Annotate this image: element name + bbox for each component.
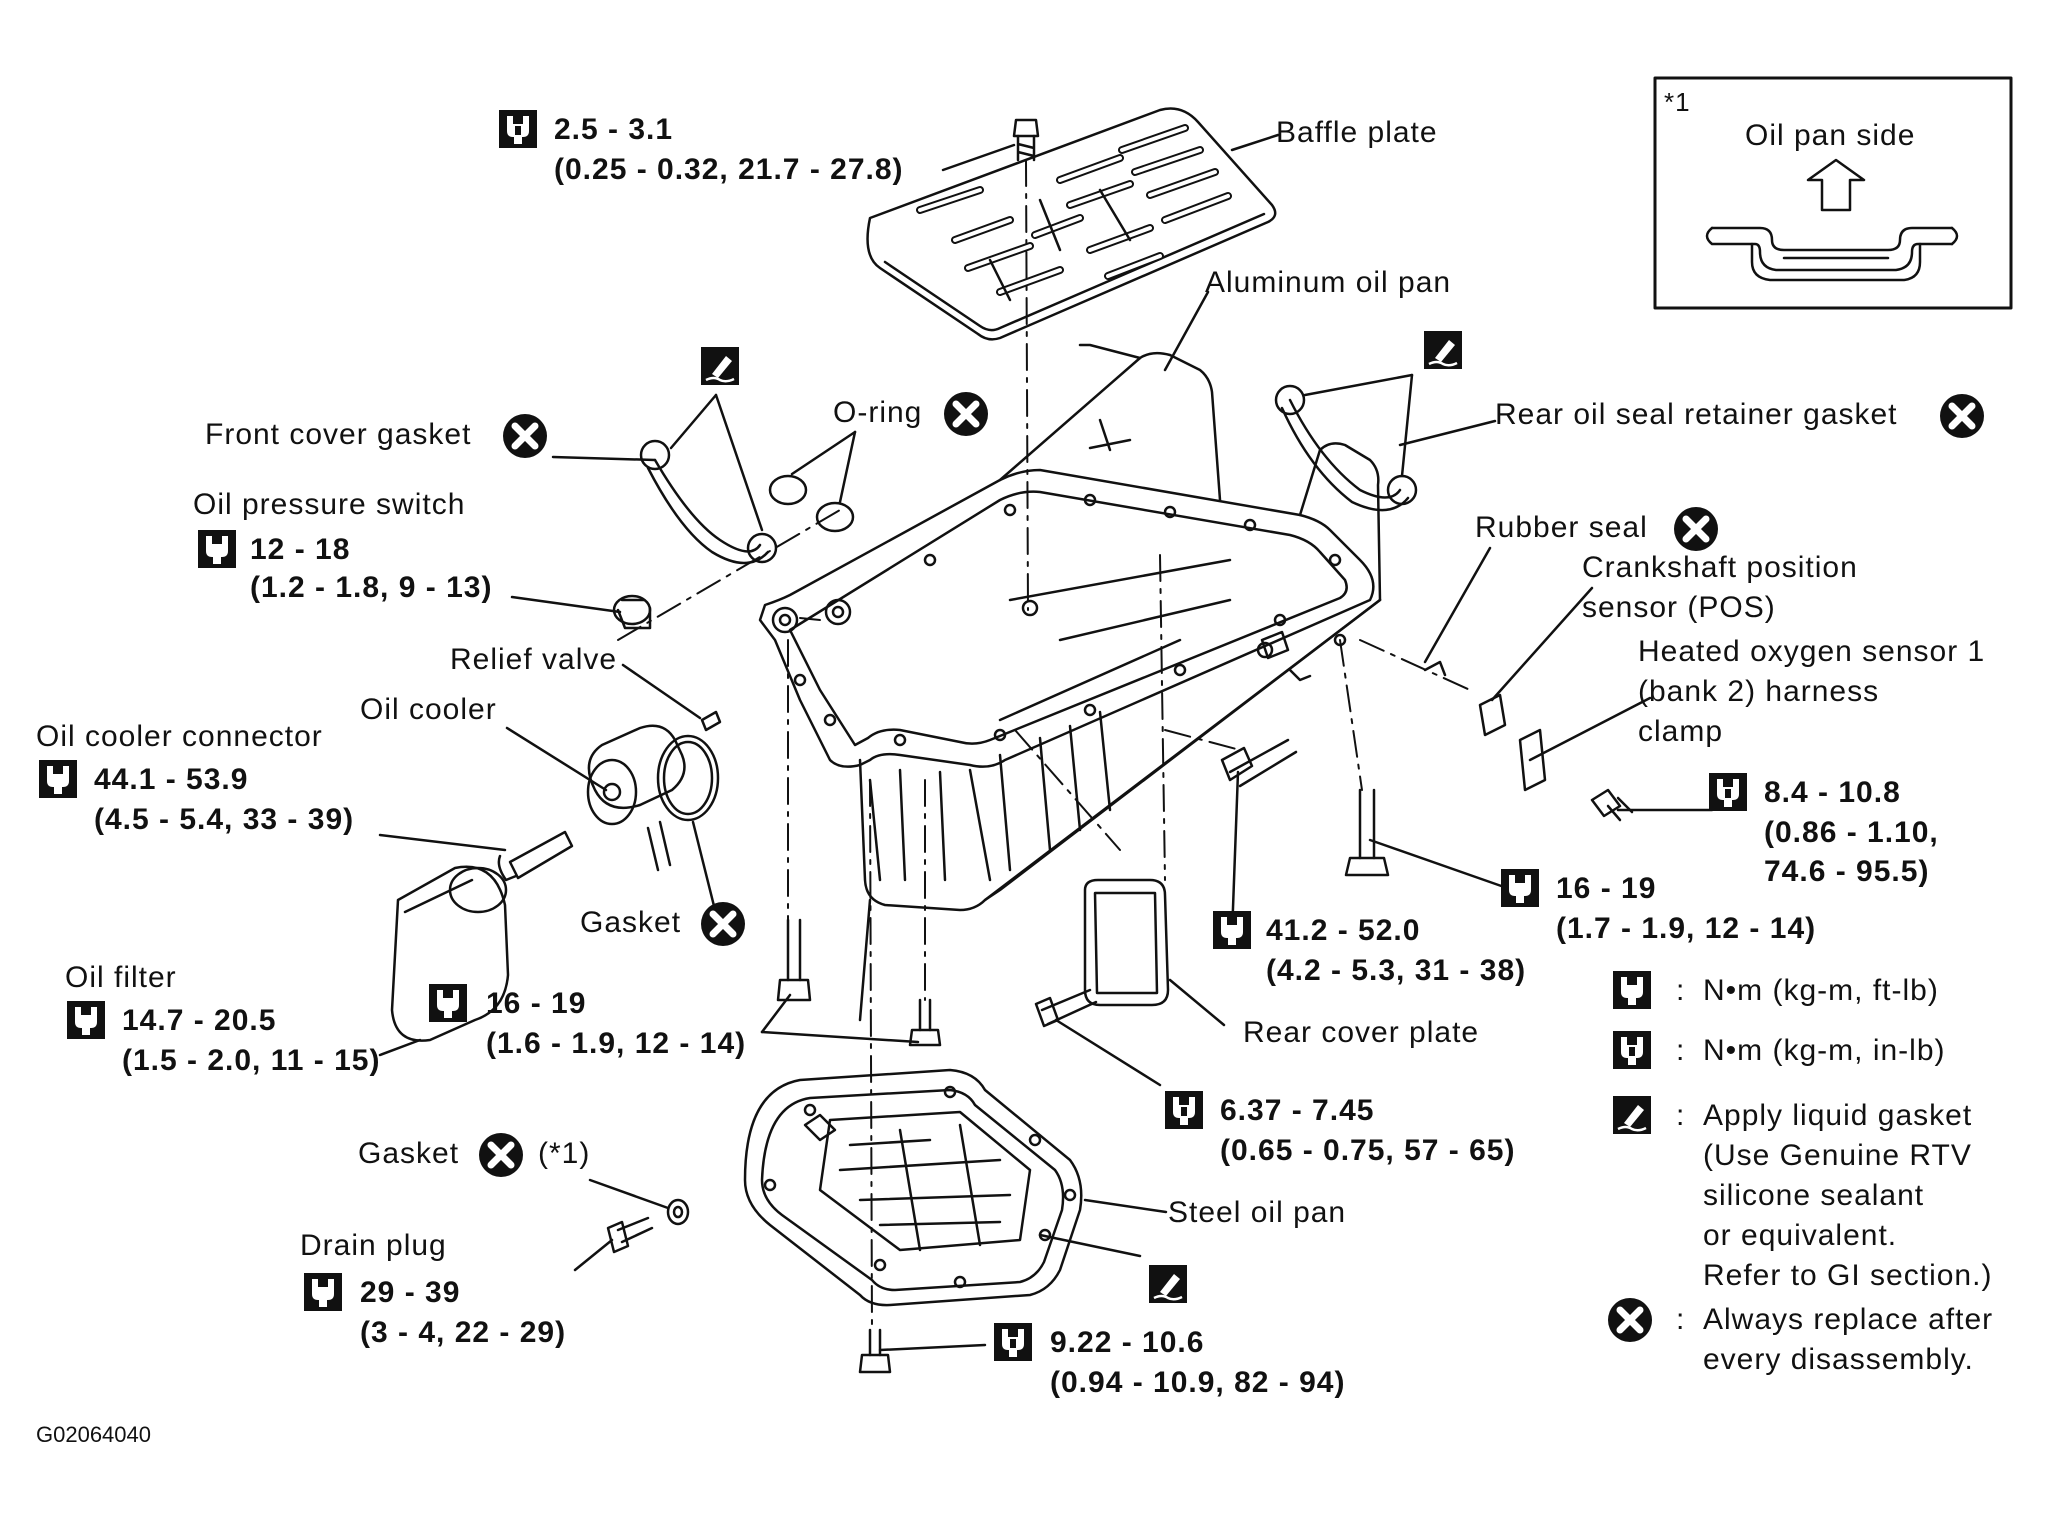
torque-oil-filter-sub: (1.5 - 2.0, 11 - 15) [122,1044,381,1077]
label-o-ring: O-ring [833,396,923,429]
replace-x-icon [943,391,989,437]
inset-oil-pan-side-figure [1653,76,2013,310]
replace-x-icon [502,413,548,459]
torque-icon-nm-inlb [993,1322,1033,1362]
legend-colon: : [1676,1034,1686,1067]
o-rings-drawing [768,430,857,533]
torque-rear-cover-bolt-main: 6.37 - 7.45 [1220,1094,1375,1127]
baffle-plate-drawing [866,107,1277,341]
torque-steel-pan-bolt-main: 9.22 - 10.6 [1050,1326,1205,1359]
torque-clamp-bolt-sub2: 74.6 - 95.5) [1764,855,1930,888]
side-bolts-drawing [1220,738,1634,877]
label-steel-oil-pan: Steel oil pan [1168,1196,1347,1229]
aluminum-oil-pan-drawing [758,343,1382,1022]
legend-torque-icon-nm-inlb [1612,1030,1652,1070]
label-relief-valve: Relief valve [450,643,618,676]
torque-icon-nm-ftlb [197,529,237,569]
legend-liquid-gasket-text: Apply liquid gasket (Use Genuine RTV sil… [1703,1099,1993,1292]
torque-oil-cooler-connector-main: 44.1 - 53.9 [94,763,249,796]
torque-pan-bolts-sub: (1.6 - 1.9, 12 - 14) [486,1027,747,1060]
replace-x-icon [700,901,746,947]
torque-oil-filter-main: 14.7 - 20.5 [122,1004,277,1037]
torque-icon-nm-ftlb [38,759,78,799]
torque-side-bolt-large-main: 41.2 - 52.0 [1266,914,1421,947]
torque-icon-nm-ftlb [428,983,468,1023]
torque-icon-nm-ftlb [66,1000,106,1040]
torque-drain-plug-main: 29 - 39 [360,1276,461,1309]
replace-x-icon [478,1132,524,1178]
front-cover-gasket-drawing [639,393,778,565]
pan-bolts-drawing [776,918,942,1374]
liquid-gasket-icon [1423,330,1463,370]
torque-baffle-sub: (0.25 - 0.32, 21.7 - 27.8) [554,153,904,186]
legend-colon: : [1676,1099,1686,1132]
label-aluminum-oil-pan: Aluminum oil pan [1205,266,1452,299]
label-oil-cooler: Oil cooler [360,693,497,726]
torque-pan-bolts-main: 16 - 19 [486,987,587,1020]
torque-oil-cooler-connector-sub: (4.5 - 5.4, 33 - 39) [94,803,355,836]
liquid-gasket-icon [700,346,740,386]
label-rear-cover-plate: Rear cover plate [1243,1016,1480,1049]
legend-colon: : [1676,974,1686,1007]
legend-nm-inlb: N•m (kg-m, in-lb) [1703,1034,1946,1067]
replace-x-icon [1939,393,1985,439]
oil-cooler-connector-drawing [497,830,574,882]
torque-rear-cover-bolt-sub: (0.65 - 0.75, 57 - 65) [1220,1134,1516,1167]
label-oil-cooler-connector: Oil cooler connector [36,720,323,753]
inset-marker: *1 [1664,87,1691,117]
label-front-cover-gasket: Front cover gasket [205,418,472,451]
torque-oil-pressure-switch-sub: (1.2 - 1.8, 9 - 13) [250,571,493,604]
label-baffle-plate: Baffle plate [1276,116,1438,149]
torque-icon-nm-inlb [1708,772,1748,812]
label-rubber-seal: Rubber seal [1475,511,1648,544]
harness-clamp-drawing [1423,660,1547,792]
alignment-dash-lines [617,159,1471,1331]
cooler-gasket-drawing [656,734,720,822]
liquid-gasket-icon [1148,1264,1188,1304]
torque-icon-nm-ftlb [1212,910,1252,950]
inset-label: Oil pan side [1745,119,1916,152]
leader-lines [378,133,1714,1352]
label-oil-filter: Oil filter [65,961,177,994]
label-gasket-cooler: Gasket [580,906,682,939]
diagram-id: G02064040 [36,1422,151,1447]
torque-side-bolt-large-sub: (4.2 - 5.3, 31 - 38) [1266,954,1527,987]
legend-torque-icon-nm-ftlb [1612,970,1652,1010]
rear-oil-seal-gasket-drawing [1274,373,1418,512]
torque-steel-pan-bolt-sub: (0.94 - 10.9, 82 - 94) [1050,1366,1346,1399]
torque-icon-nm-ftlb [1500,868,1540,908]
rear-cover-plate-drawing [1034,878,1170,1028]
steel-oil-pan-drawing [743,1068,1083,1307]
torque-icon-nm-ftlb [303,1272,343,1312]
drain-plug-drawing [606,1198,690,1254]
legend-liquid-gasket-icon [1612,1095,1652,1135]
torque-side-bolt-right-sub: (1.7 - 1.9, 12 - 14) [1556,912,1817,945]
relief-valve-drawing [700,710,722,732]
label-gasket-drain: Gasket [358,1137,460,1170]
torque-baffle-main: 2.5 - 3.1 [554,113,674,146]
torque-clamp-bolt-main: 8.4 - 10.8 [1764,776,1901,809]
oil-filter-drawing [390,865,510,1042]
legend-replace-x-icon [1607,1297,1653,1343]
replace-x-icon [1673,506,1719,552]
legend-nm-ftlb: N•m (kg-m, ft-lb) [1703,974,1939,1007]
torque-icon-nm-inlb [498,109,538,149]
label-gasket-drain-note: (*1) [538,1137,591,1170]
baffle-bolt-drawing [1012,118,1040,162]
torque-oil-pressure-switch-main: 12 - 18 [250,533,351,566]
torque-drain-plug-sub: (3 - 4, 22 - 29) [360,1316,567,1349]
label-crankshaft-position-sensor: Crankshaft position sensor (POS) [1582,551,1858,624]
legend-colon: : [1676,1303,1686,1336]
oil-cooler-drawing [586,724,686,872]
label-heated-oxygen-sensor-clamp: Heated oxygen sensor 1 (bank 2) harness … [1638,635,1986,748]
torque-icon-nm-inlb [1164,1090,1204,1130]
legend-always-replace-text: Always replace after every disassembly. [1703,1303,1994,1376]
torque-side-bolt-right-main: 16 - 19 [1556,872,1657,905]
label-oil-pressure-switch: Oil pressure switch [193,488,466,521]
label-rear-oil-seal-retainer-gasket: Rear oil seal retainer gasket [1495,398,1898,431]
label-drain-plug: Drain plug [300,1229,447,1262]
torque-clamp-bolt-sub1: (0.86 - 1.10, [1764,816,1939,849]
